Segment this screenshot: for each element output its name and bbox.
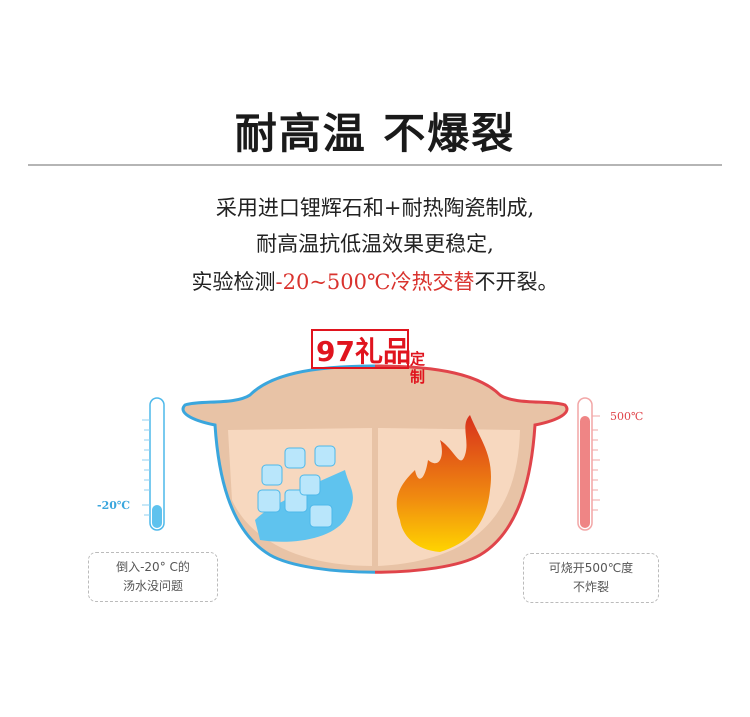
description-line-2: 耐高温抗低温效果更稳定, [256,232,494,256]
cold-note: 倒入-20° C的 汤水没问题 [88,552,218,602]
watermark-frame [311,329,409,369]
hot-temp-label: 500℃ [610,410,644,423]
hot-note-line-2: 不炸裂 [572,580,609,594]
hot-note-line-1: 可烧开500℃度 [548,561,634,575]
ice-cubes-icon [255,445,353,542]
cold-temp-label: -20℃ [97,499,131,512]
cold-thermometer-icon [142,397,165,531]
hot-note: 可烧开500℃度 不炸裂 [523,553,659,603]
page-title: 耐高温 不爆裂 [234,109,516,158]
pot-shape [181,364,569,574]
cold-note-line-2: 汤水没问题 [122,579,183,593]
fire-icon [396,415,491,552]
divider [28,164,722,166]
description-line-1: 采用进口锂辉石和+耐热陶瓷制成, [215,196,535,220]
description-line-3: 实验检测-20~500℃冷热交替不开裂。 [0,266,750,296]
line3-highlight: -20~500℃冷热交替 [275,270,475,294]
line3-suffix: 不开裂。 [474,270,559,294]
line3-prefix: 实验检测 [191,270,276,294]
cold-note-line-1: 倒入-20° C的 [116,560,190,574]
watermark-logo: 97礼品 [316,335,411,368]
hot-thermometer-icon [577,397,600,531]
watermark-side: 定制 [410,350,426,386]
